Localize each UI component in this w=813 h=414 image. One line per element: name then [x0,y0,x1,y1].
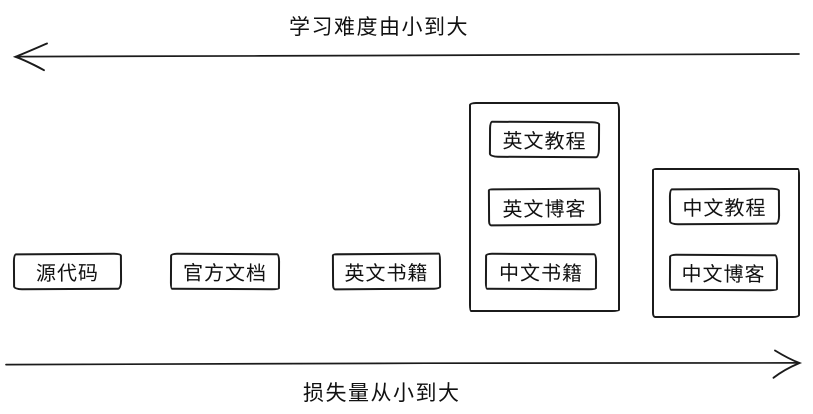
box-chinese-tutorials: 中文教程 [668,187,781,226]
box-label: 英文博客 [502,198,587,221]
box-label: 英文书籍 [344,262,429,286]
box-chinese-books: 中文书籍 [484,252,598,291]
box-source-code: 源代码 [12,252,123,291]
top-axis-label: 学习难度由小到大 [289,16,469,39]
box-english-tutorials: 英文教程 [488,120,601,159]
box-official-docs: 官方文档 [169,252,281,291]
group-chinese-web: 中文教程 中文博客 [652,168,800,318]
box-label: 源代码 [35,262,100,286]
box-english-books: 英文书籍 [331,252,442,291]
top-arrow-left [12,42,800,72]
box-label: 中文书籍 [498,262,584,286]
box-label: 中文博客 [681,263,766,287]
box-label: 英文教程 [502,130,587,154]
box-label: 官方文档 [182,262,268,286]
group-english-and-chinese-books: 英文教程 英文博客 中文书籍 [469,102,620,312]
bottom-arrow-right [5,349,803,379]
bottom-axis-label: 损失量从小到大 [303,382,461,405]
box-chinese-blogs: 中文博客 [668,253,779,292]
box-english-blogs: 英文博客 [487,187,602,227]
box-label: 中文教程 [682,197,767,221]
